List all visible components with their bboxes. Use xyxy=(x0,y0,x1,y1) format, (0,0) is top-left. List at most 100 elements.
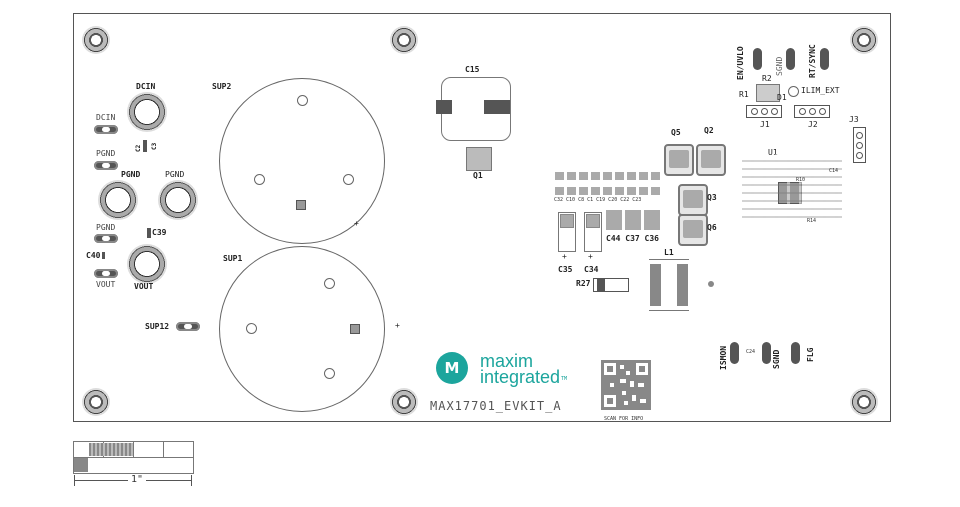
q1-label: Q1 xyxy=(473,171,483,180)
sup2-square-pin xyxy=(296,200,306,210)
q2-label: Q2 xyxy=(704,126,714,135)
scale-bar-grid xyxy=(73,441,194,474)
q2-mosfet xyxy=(696,144,726,176)
pcb-board-outline: DCIN DCIN C2 C3 PGND PGND PGND PGND C39 … xyxy=(73,13,891,422)
j2-pin xyxy=(819,108,826,115)
c39-label: C39 xyxy=(152,228,167,237)
sup2-plus-mark: + xyxy=(354,219,359,228)
j3-pin xyxy=(856,142,863,149)
c35-label: C35 xyxy=(558,265,573,274)
mounting-hole-bottom-middle xyxy=(390,388,418,416)
dcin-small-label: DCIN xyxy=(96,113,116,122)
sgnd-bottom-test-pad[interactable] xyxy=(762,342,771,364)
logo-text-line1: maxim xyxy=(480,351,533,371)
mounting-hole-top-middle xyxy=(390,26,418,54)
j3-header[interactable] xyxy=(853,127,866,163)
j2-label: J2 xyxy=(808,120,818,129)
ismon-label: ISMON xyxy=(719,345,728,370)
rt-sync-label: RT/SYNC xyxy=(808,44,817,78)
j3-label: J3 xyxy=(849,115,859,124)
c15-pad-right xyxy=(484,100,510,114)
q5-label: Q5 xyxy=(671,128,681,137)
q3-mosfet xyxy=(678,184,708,216)
maxim-logo-icon: M xyxy=(436,352,468,384)
sup1-square-pin xyxy=(350,324,360,334)
c34-plus: + xyxy=(588,252,593,261)
sup2-pin-top xyxy=(297,95,308,106)
pgnd-terminal-post-right[interactable] xyxy=(158,180,198,220)
pgnd-terminal-post-left[interactable] xyxy=(98,180,138,220)
q6-label: Q6 xyxy=(707,223,717,232)
j1-pin xyxy=(761,108,768,115)
c34-label: C34 xyxy=(584,265,599,274)
sgnd-top-label: SGND xyxy=(775,56,784,76)
c2-label: C2 xyxy=(135,144,142,152)
vout-test-pad[interactable] xyxy=(94,269,118,278)
mounting-hole-bottom-left xyxy=(82,388,110,416)
sup1-label: SUP1 xyxy=(223,254,243,263)
r1-label: R1 xyxy=(739,90,749,99)
sup1-capacitor-outline xyxy=(219,246,385,412)
sup1-pin-bottom xyxy=(324,368,335,379)
q1-package xyxy=(466,147,492,171)
small-passives-cluster xyxy=(742,154,842,224)
scale-bar-tick-left xyxy=(74,475,75,486)
l1-inductor-outline xyxy=(649,259,689,311)
vout-label: VOUT xyxy=(134,282,154,291)
l1-label: L1 xyxy=(664,248,674,257)
rt-sync-test-pad[interactable] xyxy=(820,48,829,70)
l1-via xyxy=(708,281,714,287)
cap-row-label: C32 C10 C8 C1 C19 C20 C22 C23 xyxy=(554,197,642,203)
j1-label: J1 xyxy=(760,120,770,129)
c3-label: C3 xyxy=(151,142,158,150)
dcin-test-pad[interactable] xyxy=(94,125,118,134)
ismon-test-pad[interactable] xyxy=(730,342,739,364)
r27-label: R27 xyxy=(576,279,591,288)
j3-pin xyxy=(856,132,863,139)
sgnd-top-test-pad[interactable] xyxy=(786,48,795,70)
flg-test-pad[interactable] xyxy=(791,342,800,364)
r2-label: R2 xyxy=(762,74,772,83)
c35-plus: + xyxy=(562,252,567,261)
c44-c37-c36-label: C44 C37 C36 xyxy=(606,234,659,243)
j2-header[interactable] xyxy=(794,105,830,118)
flg-label: FLG xyxy=(806,347,815,362)
sup12-test-pad[interactable] xyxy=(176,322,200,331)
c34-pad xyxy=(586,214,600,228)
ilim-ext-label: ILIM_EXT xyxy=(801,86,840,95)
c15-pad-left xyxy=(436,100,452,114)
vout-terminal-post[interactable] xyxy=(127,244,167,284)
r1-r2-pads xyxy=(756,84,780,102)
pgnd-right-label: PGND xyxy=(165,170,185,179)
dcin-terminal-post[interactable] xyxy=(127,92,167,132)
scale-grid-fill-top xyxy=(89,443,133,456)
scan-for-info-label: SCAN FOR INFO xyxy=(604,416,644,422)
sup1-plus-mark: + xyxy=(395,321,400,330)
en-uvlo-test-pad[interactable] xyxy=(753,48,762,70)
board-name: MAX17701_EVKIT_A xyxy=(430,399,562,413)
sup1-pin-left xyxy=(246,323,257,334)
q5-mosfet xyxy=(664,144,694,176)
sgnd-bottom-label: SGND xyxy=(772,349,781,369)
pgnd-left-label: PGND xyxy=(121,170,141,179)
c35-pad xyxy=(560,214,574,228)
ilim-ext-testpoint[interactable] xyxy=(788,86,799,97)
u1-label: U1 xyxy=(768,148,778,157)
qr-code[interactable] xyxy=(601,360,651,410)
scale-bar-tick-right xyxy=(191,475,192,486)
j1-header[interactable] xyxy=(746,105,782,118)
vout-small-label: VOUT xyxy=(96,280,116,289)
sup2-pin-right xyxy=(343,174,354,185)
c40-pads xyxy=(102,252,105,259)
scale-bar-label: 1" xyxy=(128,474,147,485)
dcin-label: DCIN xyxy=(136,82,156,91)
logo-trademark: TM xyxy=(561,376,568,382)
pgnd-test-pad-bottom[interactable] xyxy=(94,234,118,243)
pgnd-test-pad-top[interactable] xyxy=(94,161,118,170)
mounting-hole-bottom-right xyxy=(850,388,878,416)
c40-label: C40 xyxy=(86,251,101,260)
sup1-pin-top xyxy=(324,278,335,289)
l1-pad-right xyxy=(677,264,688,306)
j3-pin xyxy=(856,152,863,159)
pgnd-small-bottom-label: PGND xyxy=(96,223,116,232)
